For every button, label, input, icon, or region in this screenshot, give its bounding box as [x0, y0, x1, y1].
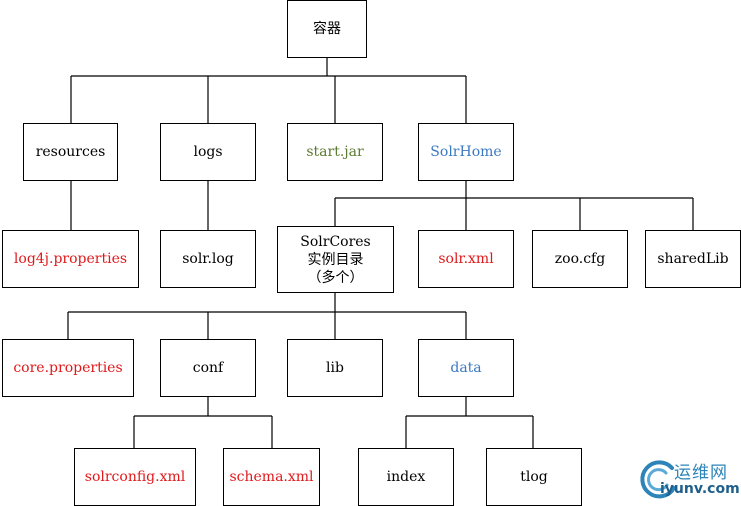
connector-conf: [133, 397, 273, 448]
node-core-properties: core.properties: [2, 339, 134, 397]
node-sharedlib: sharedLib: [645, 230, 741, 288]
node-schema-xml: schema.xml: [223, 448, 320, 506]
node-solrconfig-xml: solrconfig.xml: [74, 448, 196, 506]
node-data: data: [418, 339, 514, 397]
solrcores-line-1: SolrCores: [300, 233, 371, 250]
solrcores-line-3: （多个）: [307, 269, 364, 286]
connector-root: [70, 58, 467, 123]
node-log4j-properties: log4j.properties: [2, 230, 139, 288]
node-solr-xml: solr.xml: [418, 230, 514, 288]
watermark: 运维网 iyunv.com: [636, 456, 740, 502]
node-lib: lib: [287, 339, 383, 397]
watermark-logo-icon: [640, 460, 676, 499]
connector-solrcores: [67, 293, 467, 339]
node-zoo-cfg: zoo.cfg: [532, 230, 628, 288]
node-conf: conf: [160, 339, 256, 397]
node-resources: resources: [23, 123, 118, 181]
node-solrcores: SolrCores 实例目录 （多个）: [277, 226, 394, 293]
connector-data: [405, 397, 534, 448]
node-solr-log: solr.log: [160, 230, 256, 288]
node-logs: logs: [160, 123, 256, 181]
connector-solrhome: [334, 181, 694, 230]
node-container: 容器: [287, 0, 367, 58]
watermark-cn-text: 运维网: [674, 463, 728, 483]
solrcores-line-2: 实例目录: [307, 251, 364, 268]
watermark-en-text: iyunv.com: [660, 481, 740, 497]
node-tlog: tlog: [486, 448, 582, 506]
node-index: index: [358, 448, 454, 506]
node-solrhome: SolrHome: [418, 123, 514, 181]
node-start-jar: start.jar: [287, 123, 383, 181]
